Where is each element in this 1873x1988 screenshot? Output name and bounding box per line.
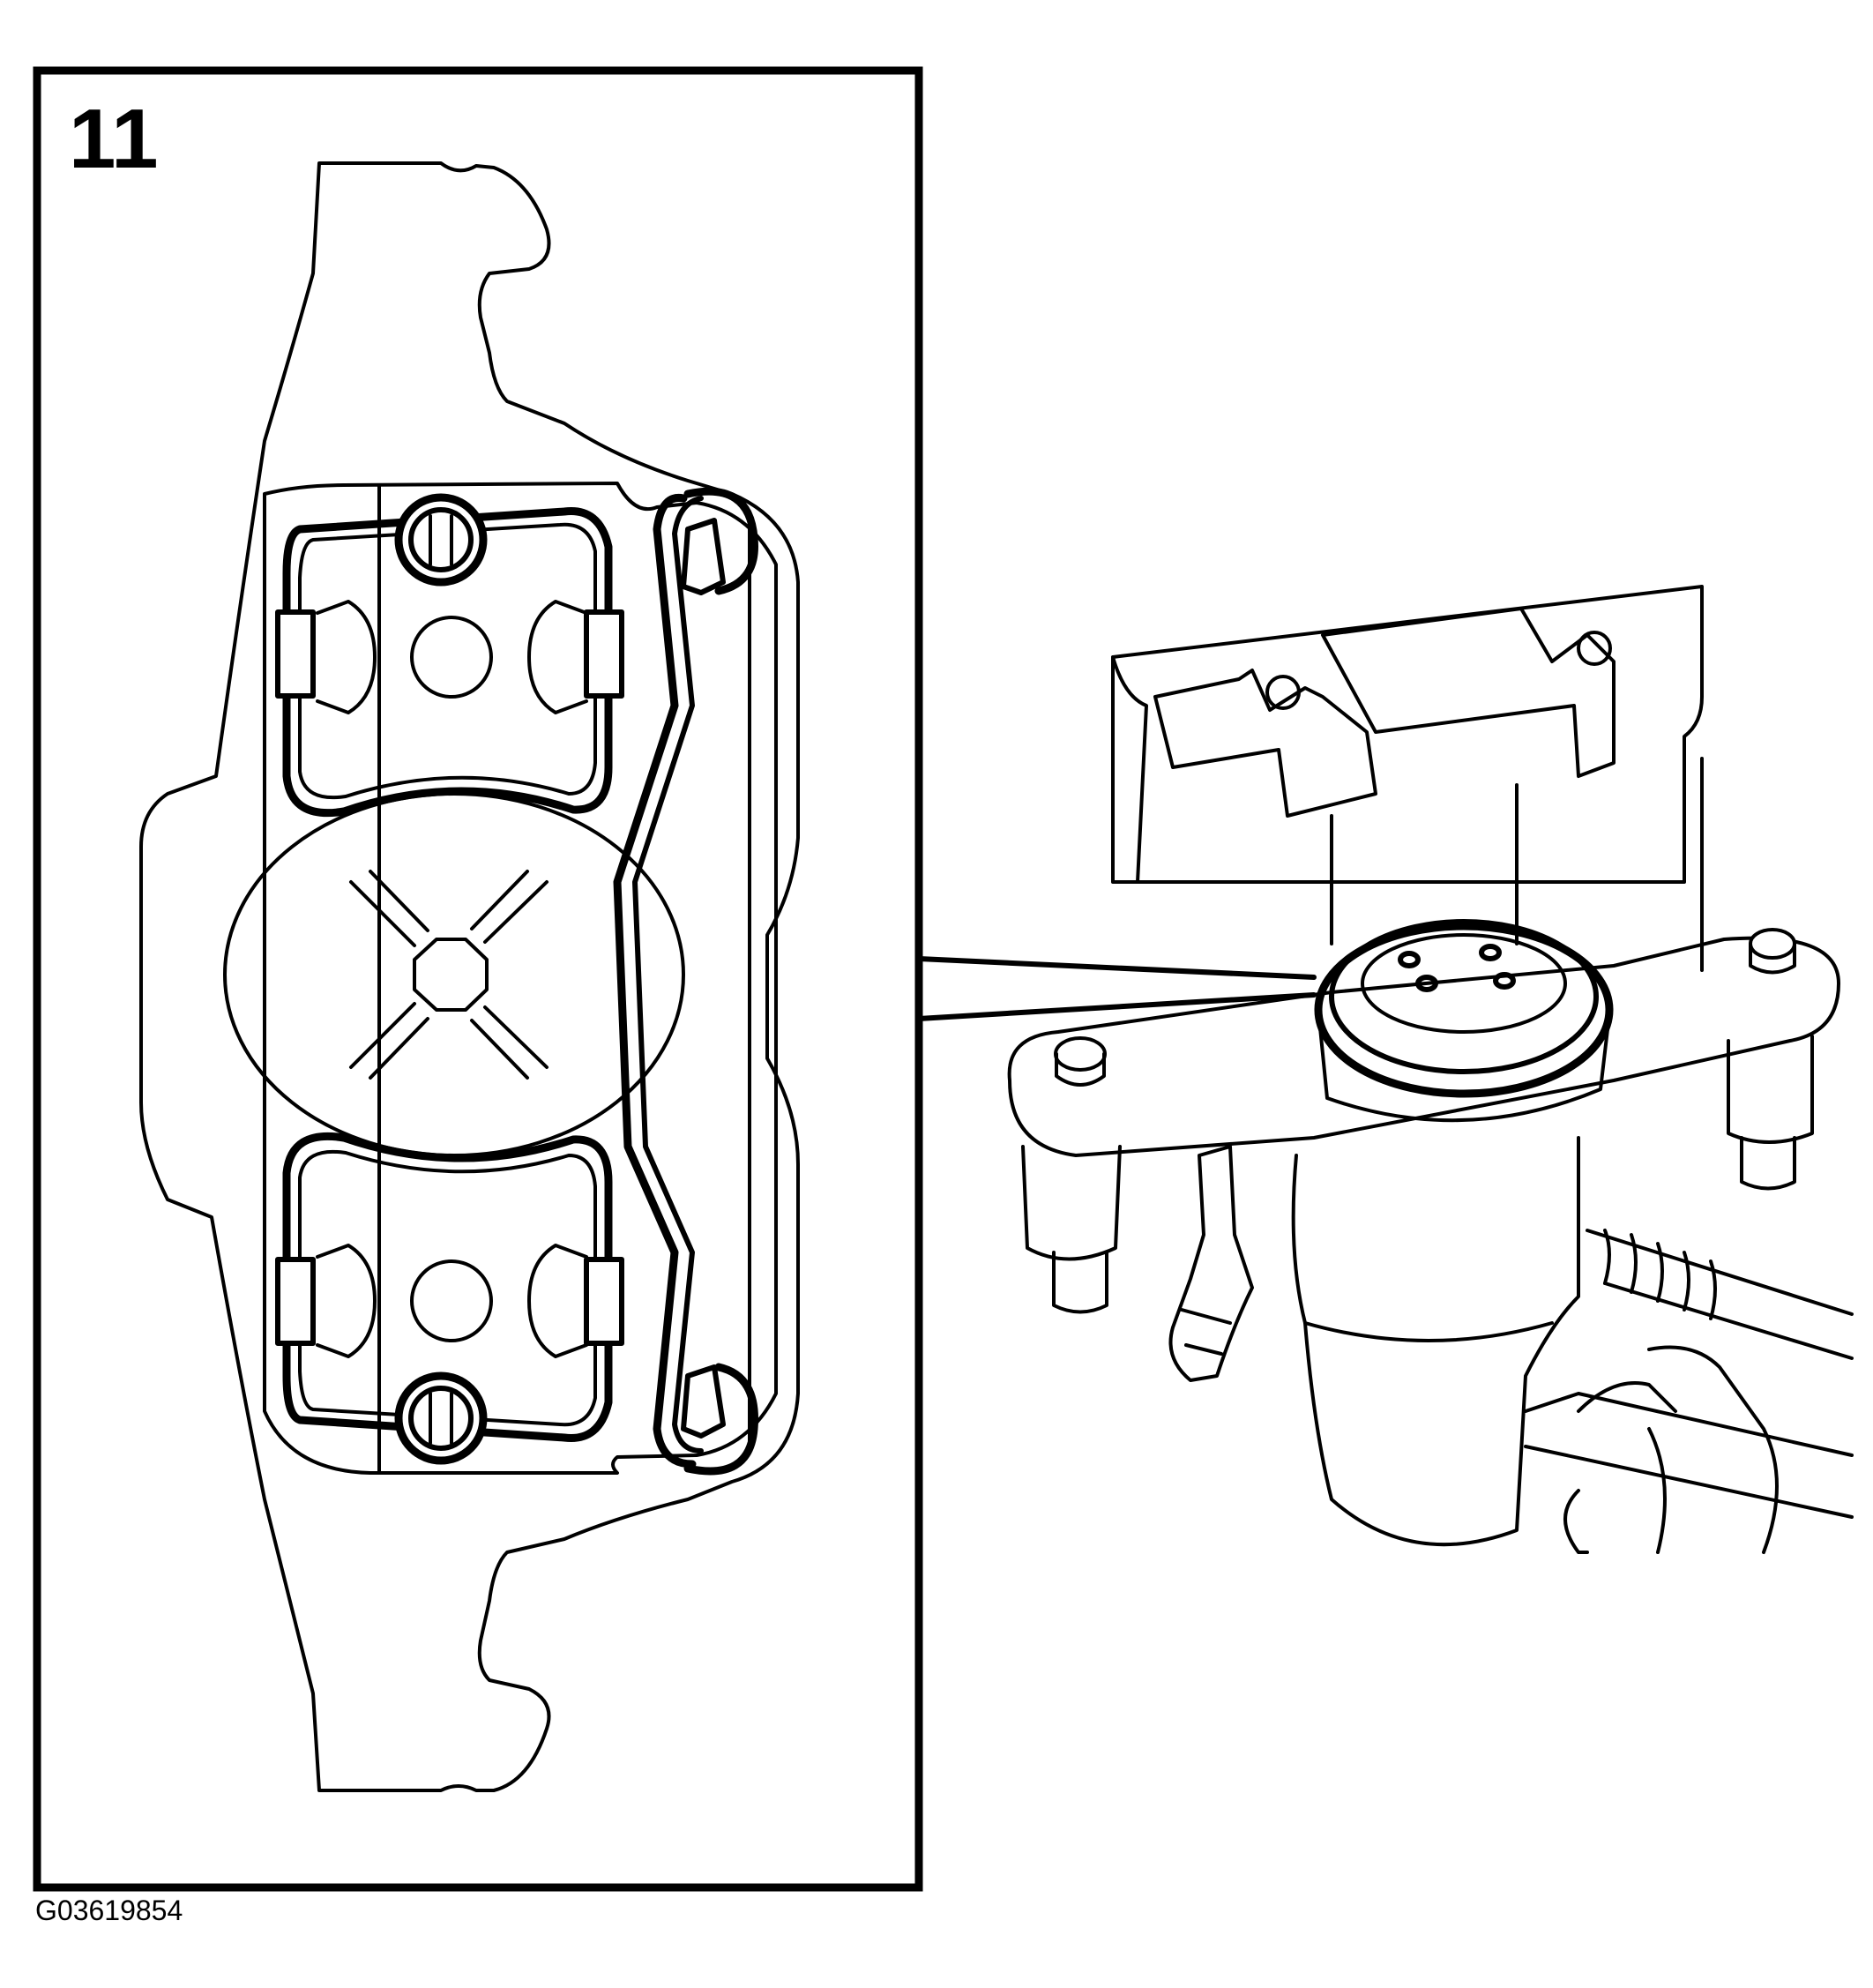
- hand: [1563, 1345, 1779, 1554]
- figure-id: G03619854: [35, 1895, 183, 1926]
- callout-leader: [916, 956, 1317, 1021]
- cable-spring: [1524, 1229, 1854, 1519]
- step-number: 11: [69, 92, 159, 186]
- bracket-bolt-right: [1727, 928, 1814, 1191]
- caliper-bracket-outline: [139, 161, 800, 1792]
- guide-pin-upper: [394, 493, 488, 587]
- piston-face: [223, 792, 685, 1157]
- caliper-assembly: [1007, 585, 1854, 1554]
- brake-pad-lower: [275, 1132, 624, 1465]
- brake-pad-upper: [275, 493, 624, 818]
- detail-inset-frame: [33, 66, 923, 1892]
- guide-pin-lower: [394, 1371, 488, 1465]
- caliper-piston: [1314, 919, 1614, 1123]
- bracket-bolt-left: [1021, 1036, 1122, 1314]
- anti-rattle-spring: [613, 487, 758, 1476]
